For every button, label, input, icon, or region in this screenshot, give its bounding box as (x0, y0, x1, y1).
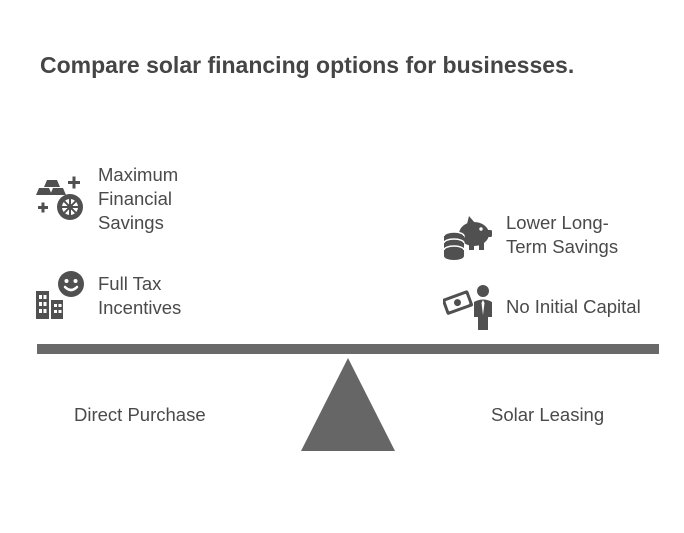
lower-long-term-savings-label: Lower Long- Term Savings (506, 212, 619, 257)
balance-beam (37, 344, 659, 354)
no-initial-capital-label: No Initial Capital (506, 296, 641, 317)
full-tax-incentives-label: Full Tax Incentives (98, 273, 182, 318)
fulcrum-triangle (301, 358, 395, 456)
maximum-financial-savings-label: Maximum Financial Savings (98, 164, 179, 233)
right-item-no-initial-capital: No Initial Capital (441, 284, 673, 337)
left-item-maximum-savings: Maximum Financial Savings (36, 164, 226, 242)
solar-leasing-label: Solar Leasing (491, 404, 605, 425)
direct-purchase-label: Direct Purchase (74, 404, 206, 425)
buildings-smiley-icon (36, 270, 86, 325)
left-item-full-tax-incentives: Full Tax Incentives (36, 270, 226, 322)
piggy-bank-coins-icon (443, 210, 493, 267)
right-item-lower-long-term-savings: Lower Long- Term Savings (443, 210, 673, 262)
page-title: Compare solar financing options for busi… (40, 52, 575, 78)
person-money-icon (441, 284, 493, 337)
gold-bars-coin-plus-icon (36, 174, 86, 229)
